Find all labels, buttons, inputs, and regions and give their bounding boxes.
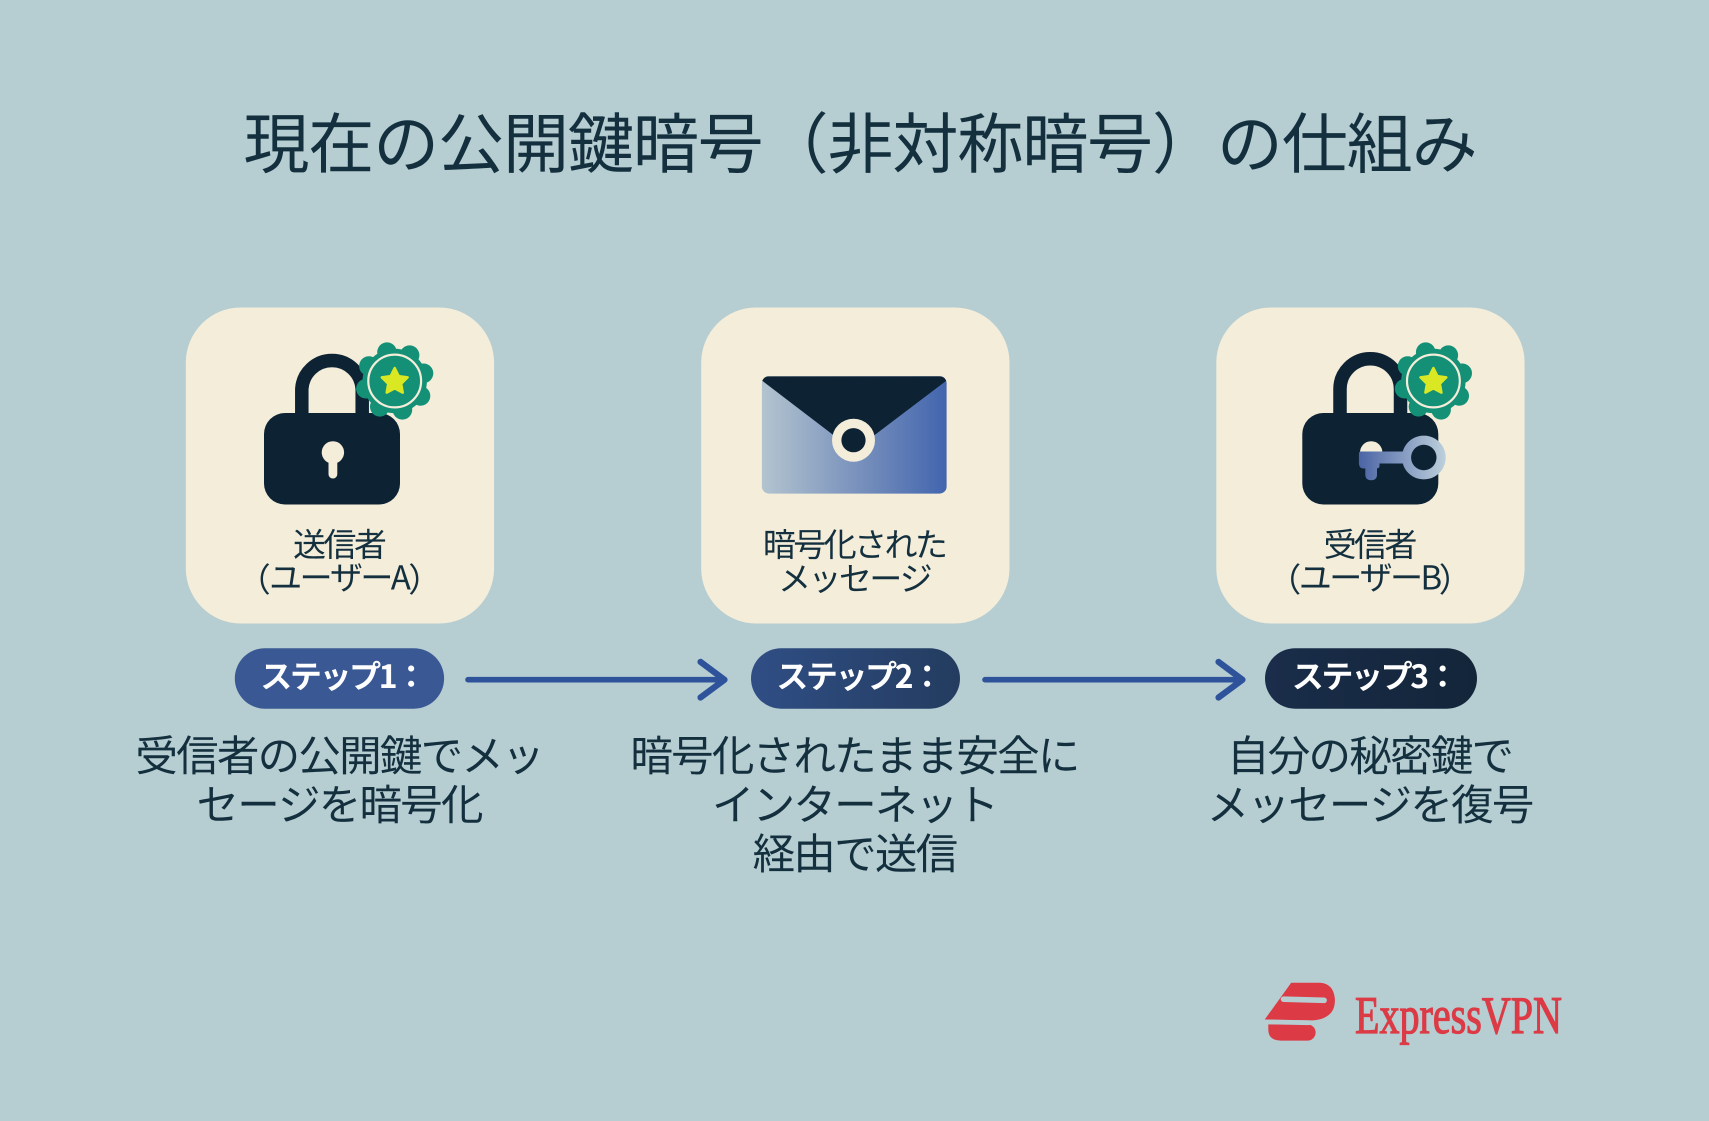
- svg-text:ExpressVPN: ExpressVPN: [1355, 987, 1562, 1045]
